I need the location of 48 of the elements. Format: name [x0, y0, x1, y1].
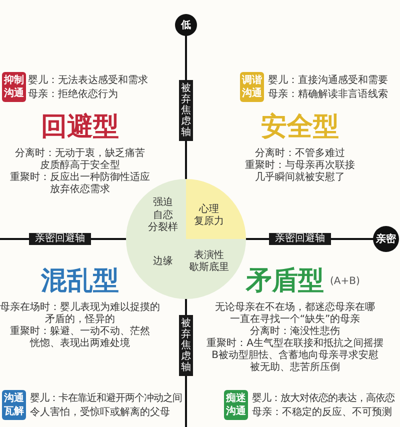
axis-label: 被弃焦虑轴 [179, 80, 193, 141]
axis-label: 被弃焦虑轴 [179, 315, 193, 376]
segment-text: 表演性 [194, 250, 224, 262]
communication-badge: 调谐沟通 [240, 72, 264, 102]
description-text: 皮质醇高于安全型 [40, 160, 120, 172]
description-text: 重聚时：与母亲再次联接 [245, 160, 355, 172]
segment-text: 复原力 [194, 216, 224, 228]
axis-label: 亲密回避轴 [269, 233, 331, 245]
description-text: 婴儿：卡在靠近和避开两个冲动之间 [30, 393, 182, 405]
type-heading: 安全型 [261, 112, 339, 142]
communication-badge: 沟通瓦解 [2, 390, 26, 420]
type-heading: 矛盾型 [246, 266, 324, 296]
communication-badge: 痴迷沟通 [224, 390, 248, 420]
segment-text: 歇斯底里 [189, 262, 229, 274]
segment-text: 边缘 [153, 256, 173, 268]
description-text: 令人害怕，受惊吓或解离的父母 [30, 407, 170, 419]
description-text: 重聚时：A生气型在联接和抵抗之间摇摆 [206, 338, 384, 350]
description-text: 母亲在场时：婴儿表现为难以捉摸的 [0, 302, 160, 314]
axis-label: 亲密回避轴 [29, 233, 91, 245]
description-text: 母亲：不稳定的反应、不可预测 [252, 407, 392, 419]
description-text: 婴儿：直接沟通感受和需要 [268, 75, 388, 87]
segment-text: 强迫 [153, 197, 173, 210]
description-text: 几乎瞬间就被安慰了 [255, 172, 345, 184]
segment-text: 心理 [199, 204, 219, 216]
description-text: 恍惚、表现出两难处境 [30, 338, 130, 350]
description-text: 分离时：无动于衷，缺乏痛苦 [15, 148, 145, 160]
axis-end-label: 低 [175, 14, 197, 36]
description-text: 婴儿：放大对依恋的表达，高依恋 [252, 393, 394, 405]
description-text: B被动型胆怯、含蓄地向母亲寻求安慰 [212, 350, 378, 362]
axis-end-label: 亲密 [373, 226, 399, 252]
description-text: 一直在寻找一个“缺失”的母亲 [230, 314, 360, 326]
communication-badge: 抑制沟通 [2, 72, 26, 102]
description-text: 放弃依恋需求 [50, 184, 110, 196]
description-text: 分离时：淹没性悲伤 [250, 326, 340, 338]
segment-text: 分裂样 [148, 222, 178, 235]
type-note: (A+B) [330, 276, 360, 287]
description-text: 矛盾的，怪异的 [45, 314, 115, 326]
segment-text: 自恋 [153, 210, 173, 222]
type-heading: 回避型 [41, 112, 119, 142]
description-text: 母亲：精确解读非言语线索 [268, 89, 388, 101]
description-text: 母亲：拒绝依恋行为 [28, 89, 118, 101]
description-text: 重聚时：躲避、一动不动、茫然 [10, 326, 150, 338]
description-text: 重聚时：反应出一种防御性适应 [10, 172, 150, 184]
description-text: 无论母亲在不在场，都迷恋母亲在哪 [215, 302, 375, 314]
description-text: 婴儿：无法表达感受和需求 [28, 75, 148, 87]
description-text: 被无助、悲苦所压倒 [250, 362, 340, 374]
description-text: 分离时：不管多难过 [255, 148, 345, 160]
type-heading: 混乱型 [41, 266, 119, 296]
